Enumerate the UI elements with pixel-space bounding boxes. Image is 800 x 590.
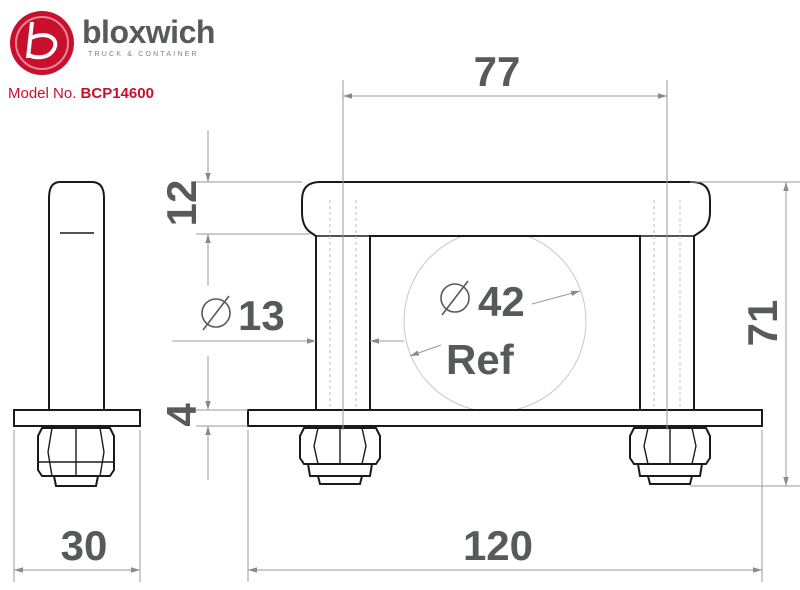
model-number: Model No. BCP14600 [8,86,154,101]
dim-inner-width: 77 [474,48,521,95]
dim-ring-diameter-value: 42 [478,278,525,325]
brand-logo [10,11,74,75]
front-view [247,181,763,485]
dim-plate-length: 120 [463,522,533,569]
dim-overall-height: 71 [739,300,786,347]
right-nut [629,427,711,485]
dim-top-thickness: 12 [158,180,205,227]
left-nut [299,427,381,485]
model-value: BCP14600 [80,85,154,102]
dim-ring-note: Ref [446,336,515,383]
dim-bar-diameter: 13 [201,292,285,339]
dim-ring-diameter: 42 Ref [440,278,525,383]
model-label: Model No. [8,85,77,102]
diameter-icon [201,295,231,331]
dim-bar-diameter-value: 13 [238,292,285,339]
dimension-lines [13,80,800,582]
dim-plate-width: 30 [61,522,108,569]
dim-plate-thickness: 4 [158,403,205,427]
brand-name: bloxwich [82,14,215,50]
brand-tagline: TRUCK & CONTAINER [88,51,199,58]
dimension-labels: 77 120 30 71 12 4 13 42 Ref [61,48,786,569]
diameter-icon [440,280,470,316]
side-view [13,181,141,487]
